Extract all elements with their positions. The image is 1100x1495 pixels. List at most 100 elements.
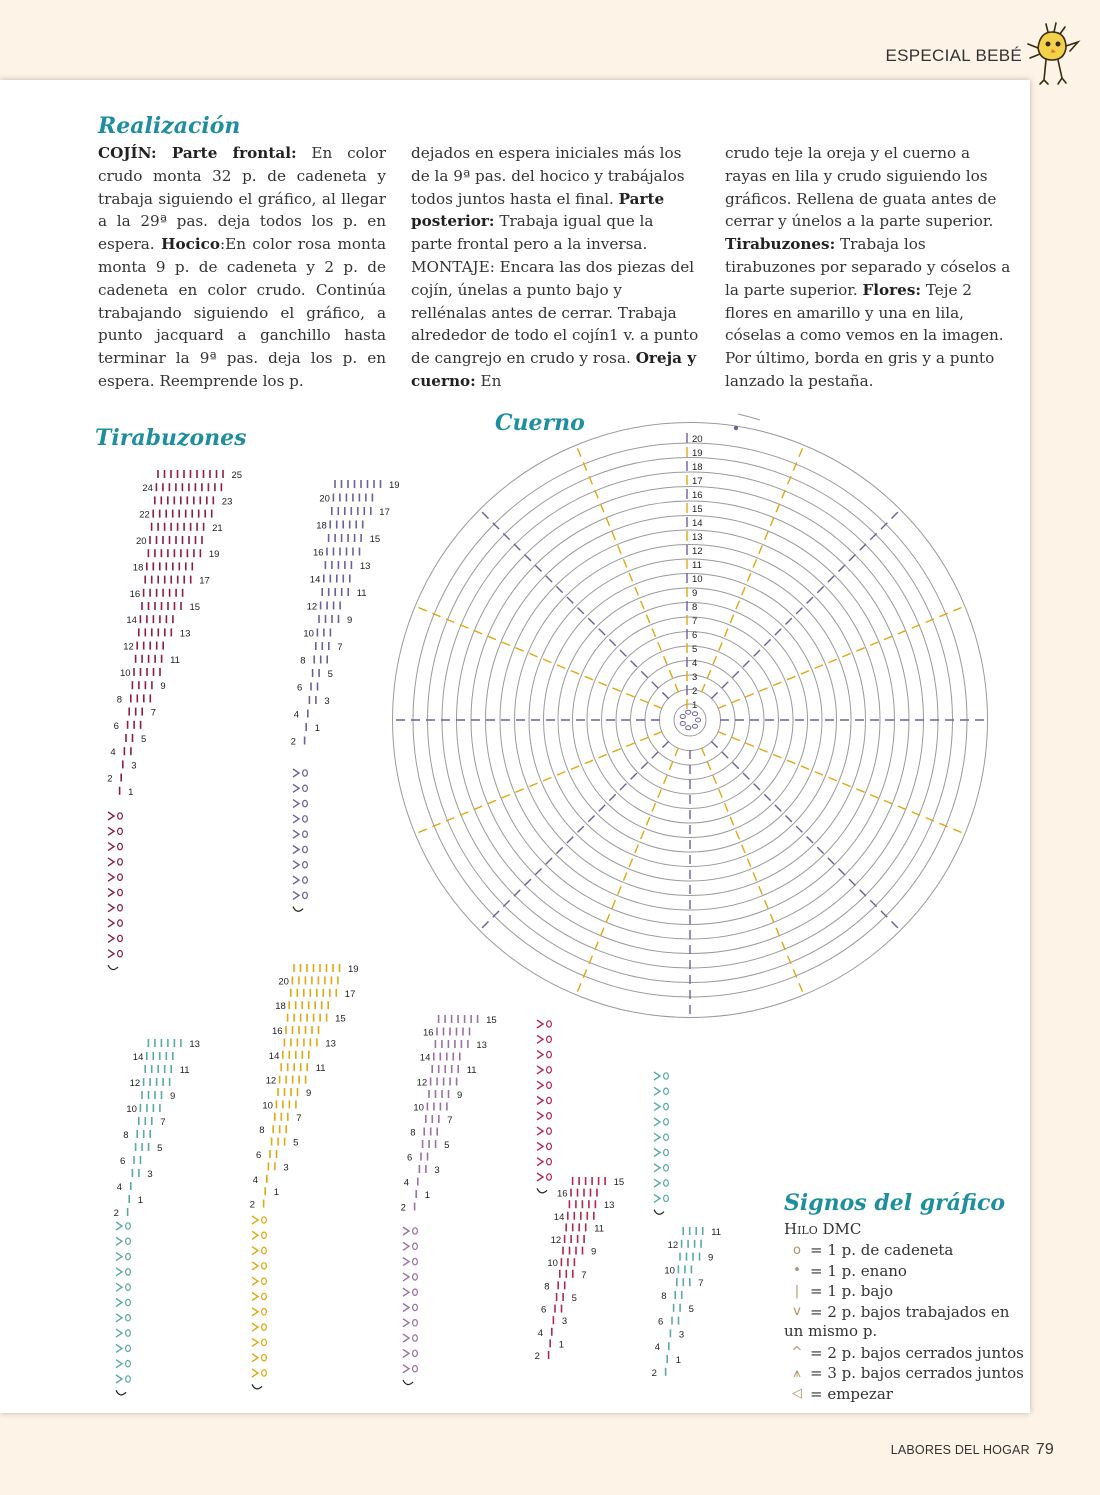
chain-stitch	[412, 1349, 419, 1358]
increase-stitch	[107, 887, 116, 898]
row-number-label: 7	[447, 1115, 452, 1126]
increase-stitch	[115, 1359, 124, 1369]
row-number-label: 19	[348, 964, 359, 975]
chain-stitch	[261, 1231, 268, 1240]
increase-stitch	[115, 1374, 124, 1384]
round-number-label: 8	[692, 602, 697, 613]
round-number-label: 3	[692, 672, 697, 683]
text-run: crudo teje la oreja y el cuerno a rayas …	[725, 144, 997, 231]
chain-stitch	[261, 1308, 268, 1316]
chain-stitch	[116, 888, 123, 897]
radial-spoke	[710, 740, 899, 929]
row-number-label: 18	[275, 1001, 286, 1012]
increase-stitch	[402, 1241, 411, 1251]
row-number-label: 2	[250, 1200, 255, 1211]
chart-title-cuerno: Cuerno	[495, 410, 585, 436]
row-number-label: 3	[131, 760, 136, 771]
chain-stitch	[412, 1257, 419, 1266]
row-number-label: 20	[319, 494, 330, 505]
increase-stitch	[402, 1348, 411, 1358]
bold-run: Oreja y cuerno:	[411, 349, 697, 390]
increase-stitch	[292, 829, 301, 839]
increase-stitch	[251, 1230, 260, 1240]
row-number-label: 8	[544, 1281, 549, 1292]
round-ring	[572, 602, 808, 838]
row-number-label: 3	[562, 1316, 567, 1327]
start-arrow-icon	[251, 1384, 263, 1390]
round-number-label: 14	[692, 518, 703, 529]
row-number-label: 18	[316, 521, 327, 532]
increase-stitch	[292, 860, 301, 870]
legend-text: = 1 p. enano	[810, 1261, 907, 1280]
increase-stitch	[107, 842, 116, 852]
increase-stitch	[653, 1193, 662, 1203]
row-number-label: 12	[551, 1235, 562, 1246]
chain-stitch	[662, 1118, 669, 1126]
row-number-label: 7	[698, 1278, 703, 1289]
increase-stitch	[251, 1322, 260, 1332]
legend-item: v= 2 p. bajos trabajados en	[784, 1302, 1024, 1323]
row-number-label: 11	[316, 1063, 326, 1074]
increase-stitch	[115, 1343, 124, 1353]
increase-stitch	[536, 1050, 545, 1060]
round-number-label: 18	[692, 462, 703, 473]
legend-item: ^= 2 p. bajos cerrados juntos	[784, 1343, 1024, 1364]
increase-stitch	[251, 1337, 260, 1347]
legend-text: = 1 p. bajo	[810, 1282, 894, 1301]
row-number-label: 2	[535, 1351, 540, 1362]
row-number-label: 7	[151, 708, 156, 719]
text-run: dejados en espera iniciales más los de l…	[411, 144, 685, 208]
legend-symbol-icon: ⩚	[793, 1365, 801, 1381]
row-number-label: 3	[434, 1165, 439, 1176]
row-number-label: 16	[313, 548, 324, 559]
increase-stitch	[107, 933, 116, 943]
round-number-label: 13	[692, 532, 703, 543]
row-number-label: 1	[315, 723, 320, 734]
row-number-label: 11	[180, 1065, 190, 1076]
increase-stitch	[536, 1034, 545, 1044]
row-number-label: 11	[594, 1223, 604, 1234]
increase-stitch	[251, 1276, 260, 1286]
row-number-label: 11	[467, 1065, 477, 1076]
row-number-label: 4	[294, 710, 299, 721]
increase-stitch	[653, 1071, 662, 1081]
row-number-label: 5	[141, 734, 146, 745]
row-number-label: 8	[259, 1125, 264, 1136]
text-run: Teje 2 flores en amarillo y una en lila,…	[725, 280, 1004, 390]
increase-stitch	[115, 1252, 124, 1262]
row-number-label: 1	[128, 787, 133, 798]
increase-stitch	[115, 1297, 124, 1308]
row-number-label: 1	[138, 1195, 143, 1206]
increase-stitch	[251, 1261, 260, 1271]
row-number-label: 19	[209, 549, 220, 560]
chain-stitch	[685, 725, 692, 731]
increase-stitch	[107, 857, 116, 867]
radial-spoke	[576, 448, 680, 693]
bold-run: Parte posterior:	[411, 189, 665, 231]
legend-item: •= 1 p. enano	[784, 1261, 1024, 1282]
increase-stitch	[402, 1226, 411, 1236]
text-run: Trabaja los tirabuzones por separado y c…	[725, 235, 1011, 299]
radial-spoke	[700, 747, 804, 992]
chain-stitch	[124, 1268, 131, 1276]
chain-stitch	[412, 1319, 419, 1327]
row-number-label: 1	[274, 1187, 279, 1198]
chain-stitch	[302, 830, 309, 839]
chain-stitch	[545, 1096, 552, 1105]
chain-stitch	[124, 1298, 131, 1307]
chain-stitch	[124, 1375, 131, 1383]
increase-stitch	[251, 1353, 260, 1363]
row-number-label: 17	[199, 576, 210, 587]
row-number-label: 15	[614, 1177, 625, 1188]
row-number-label: 9	[170, 1091, 175, 1102]
page-header: ESPECIAL BEBÉ	[0, 0, 1100, 85]
row-number-label: 2	[291, 737, 296, 748]
chain-stitch	[124, 1222, 131, 1230]
increase-stitch	[536, 1126, 545, 1136]
start-arrow-icon	[115, 1390, 127, 1396]
row-number-label: 14	[126, 615, 137, 626]
round-ring	[528, 558, 852, 882]
round-number-label: 12	[692, 546, 703, 557]
chain-stitch	[124, 1252, 131, 1261]
chart-legend: Signos del gráfico Hilo DMC o= 1 p. de c…	[784, 1190, 1024, 1404]
